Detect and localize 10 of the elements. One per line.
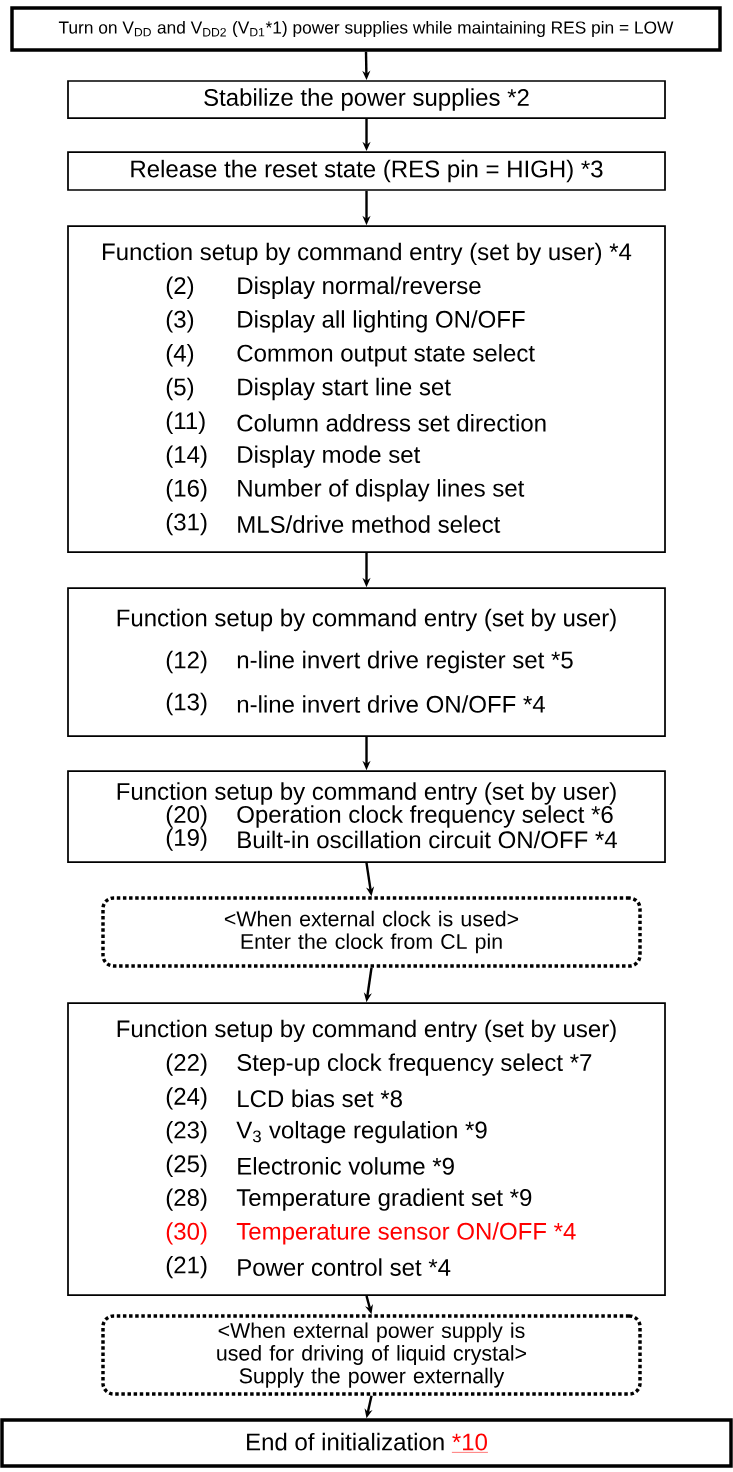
- process-box: Turn on V$_{DD}$ and V$_{DD2}$ (V$_{D1}$*1) power supplies while maintaining RES pin = LOW: [10, 6, 722, 52]
- process-box: End of initialization *10: [0, 1418, 733, 1468]
- process-box: Function setup by command entry (set by user) (20) Operation clock frequency select *6 (19) Built-in oscillation circuit ON/OFF *4: [67, 770, 666, 863]
- process-box: Function setup by command entry (set by user) *4 (2) Display normal/reverse (3) Display all lighting ON/OFF (4) Common output state select (5) Display start line set (11) Column address set direction (14) Display mode set (16) Number of display lines set (31) MLS/drive method select: [67, 225, 666, 553]
- optional-step-box: <When external power supply is used for driving of liquid crystal> Supply the power externally: [101, 1314, 642, 1396]
- optional-step-box: <When external clock is used> Enter the clock from CL pin: [101, 896, 642, 968]
- process-box: Stabilize the power supplies *2: [67, 80, 666, 119]
- process-box: Function setup by command entry (set by user) (12) n-line invert drive register set *5 (13) n-line invert drive ON/OFF *4: [67, 587, 666, 737]
- process-box: Function setup by command entry (set by user) (22) Step-up clock frequency select *7 (24) LCD bias set *8 (23) V$_{3}$ voltage regulation *9 (25) Electronic volume *9 (28) Temperature gradient set *9 (30) Temperature sensor ON/OFF *4 (21) Power control set *4: [67, 1002, 666, 1296]
- process-box: Release the reset state (RES pin = HIGH) *3: [67, 151, 666, 191]
